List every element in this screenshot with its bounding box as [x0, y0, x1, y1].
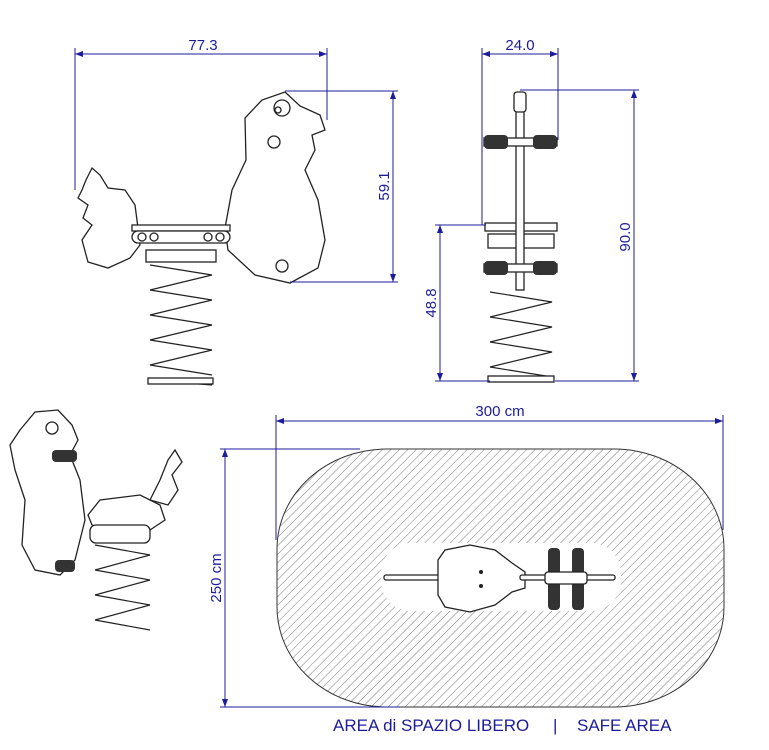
handle-bolt [267, 135, 281, 149]
dimension-total-height: 90.0 [520, 89, 639, 382]
handle-grip-left [484, 135, 508, 149]
dimension-width-side: 24.0 [481, 37, 559, 225]
footrest-bolt [275, 259, 289, 273]
dimension-seat-height: 48.8 [423, 224, 490, 382]
dimension-label-area-length: 300 cm [475, 403, 524, 420]
front-view [77, 91, 326, 386]
dimension-label-side-width: 24.0 [505, 37, 534, 54]
plan-view [276, 448, 725, 708]
dimension-label-height: 59.1 [376, 171, 393, 200]
caption-italian: AREA di SPAZIO LIBERO [333, 716, 530, 735]
spring [145, 249, 217, 386]
seat-plate [131, 224, 231, 232]
side-post [515, 99, 525, 291]
dimension-area-length: 300 cm [275, 403, 724, 540]
bolts [137, 232, 225, 242]
dimension-label-total-height: 90.0 [617, 222, 634, 251]
rocker-tail-outline [77, 166, 141, 269]
dimension-height-front: 59.1 [285, 90, 398, 283]
dimension-label-area-width: 250 cm [208, 553, 225, 602]
dimension-area-width: 250 cm [208, 448, 400, 708]
side-view [483, 91, 558, 383]
dimension-label-width: 77.3 [188, 37, 217, 54]
side-post-cap [513, 91, 527, 113]
caption-english: SAFE AREA [577, 716, 672, 735]
footrest-grip-right [533, 261, 557, 275]
seat-top-outline [437, 544, 526, 613]
footrest-grip-left [484, 261, 508, 275]
handle-grip-right [533, 135, 557, 149]
dimension-label-seat-height: 48.8 [423, 288, 440, 317]
seat-bolt-bar [131, 230, 231, 244]
caption-separator: | [553, 716, 558, 735]
rocker-body-outline [224, 91, 326, 284]
dimension-width-front: 77.3 [74, 37, 328, 190]
perspective-view [9, 409, 183, 631]
